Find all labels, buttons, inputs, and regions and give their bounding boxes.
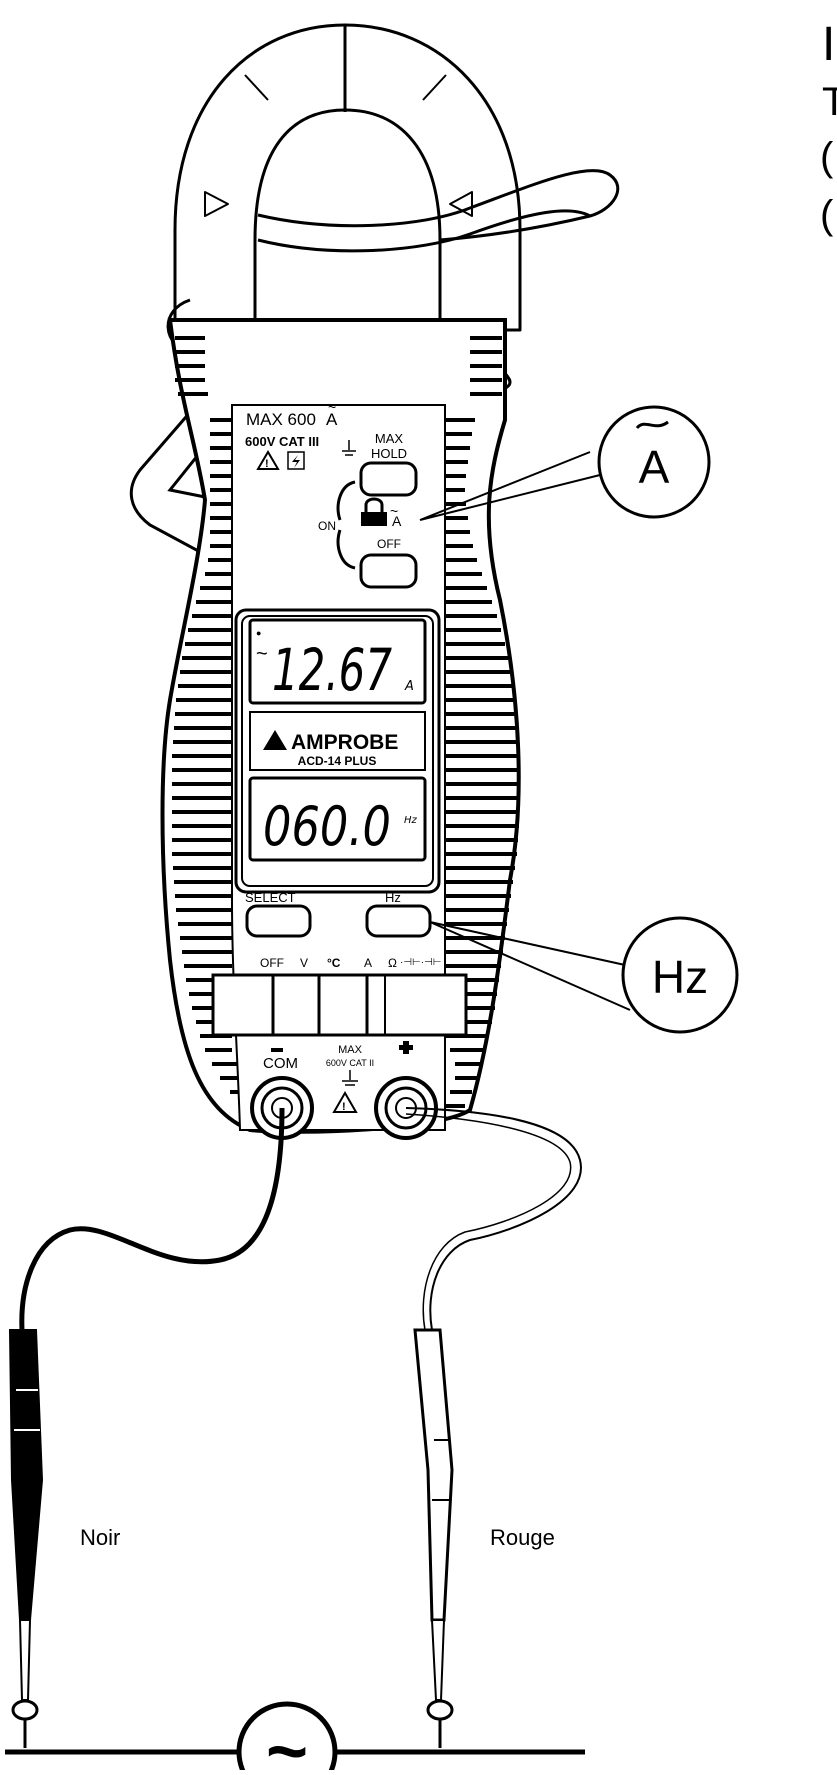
select-label: SELECT <box>245 890 296 905</box>
red-probe <box>413 1328 454 1748</box>
red-test-lead <box>405 1107 582 1331</box>
com-label: COM <box>263 1055 298 1072</box>
power-switch-button[interactable] <box>359 553 418 589</box>
switch-off-label: OFF <box>377 537 401 551</box>
rating-unit: A <box>326 410 338 429</box>
frequency-callout-label: Hz <box>652 951 708 1003</box>
current-callout-label: A <box>639 441 670 493</box>
primary-reading: 12.67 <box>272 636 392 704</box>
warning-icon-mark: ! <box>265 458 269 470</box>
lcd-indicator-icon: ● <box>256 628 261 638</box>
jack-warning-icon <box>332 1091 358 1113</box>
max-hold-label-bottom: HOLD <box>371 446 407 461</box>
hz-button-label: Hz <box>385 890 401 905</box>
jack-max-label: MAX <box>338 1044 363 1056</box>
left-grip-ribs <box>172 336 260 1108</box>
ac-source <box>236 1701 338 1775</box>
black-test-lead <box>19 1107 285 1331</box>
rating-max: MAX 600 <box>246 410 316 429</box>
selector-knob[interactable] <box>271 973 321 1037</box>
ground-icon <box>342 440 356 456</box>
dial-ohm-label: Ω <box>388 956 397 970</box>
dial-v-label: V <box>300 956 308 970</box>
jack-ground-icon <box>342 1070 358 1086</box>
secondary-reading: 060.0 <box>263 795 391 858</box>
amprobe-logo-icon <box>263 730 287 750</box>
secondary-lcd <box>248 776 427 862</box>
cropped-text-3: ( <box>820 193 834 237</box>
current-callout: A <box>419 405 711 521</box>
lcd-ac-icon: ~ <box>256 643 268 665</box>
ac-source-symbol: ~ <box>266 1712 308 1770</box>
brand-name: AMPROBE <box>291 731 398 754</box>
primary-lcd <box>248 618 427 705</box>
cropped-text-1: T <box>822 80 837 124</box>
black-probe <box>8 1329 44 1748</box>
max-hold-button[interactable] <box>359 461 418 497</box>
warning-icon <box>256 450 280 470</box>
dial-a-label: A <box>364 956 372 970</box>
negative-icon <box>271 1048 283 1052</box>
double-insulation-icon <box>287 451 305 470</box>
cropped-heading: I <box>822 18 835 71</box>
dial-off-label: OFF <box>260 956 284 970</box>
ac-tilde-icon <box>635 420 669 430</box>
dial-c-label: °C <box>327 956 341 970</box>
diode-capacitor-icon: ·⊣⊢·⊣⊢ <box>400 957 442 968</box>
selector-knob-segment <box>317 973 369 1037</box>
max-hold-label-top: MAX <box>375 431 404 446</box>
frequency-callout: Hz <box>429 916 739 1034</box>
switch-bracket <box>336 480 356 570</box>
right-grip-ribs <box>440 336 520 1108</box>
lock-icon <box>361 497 387 526</box>
ac-tilde-mark: ~ <box>328 399 336 415</box>
rating-cat: 600V CAT III <box>245 434 319 449</box>
cropped-text-2: ( <box>820 135 834 179</box>
select-button[interactable] <box>245 904 312 938</box>
switch-on-label: ON <box>318 519 336 533</box>
jack-cat-label: 600V CAT II <box>326 1058 374 1068</box>
lightning-icon <box>292 455 300 468</box>
positive-icon <box>399 1041 413 1054</box>
switch-func-tilde: ~ <box>390 503 398 519</box>
jack-warning-mark: ! <box>342 1101 346 1113</box>
black-probe-label: Noir <box>80 1525 120 1550</box>
red-probe-label: Rouge <box>490 1525 555 1550</box>
switch-func-label: A <box>392 513 402 529</box>
clamp-jaw <box>173 23 522 332</box>
hz-button[interactable] <box>365 904 432 938</box>
secondary-unit: Hz <box>404 815 418 826</box>
model-name: ACD-14 PLUS <box>298 754 377 768</box>
primary-unit: A <box>404 679 414 694</box>
